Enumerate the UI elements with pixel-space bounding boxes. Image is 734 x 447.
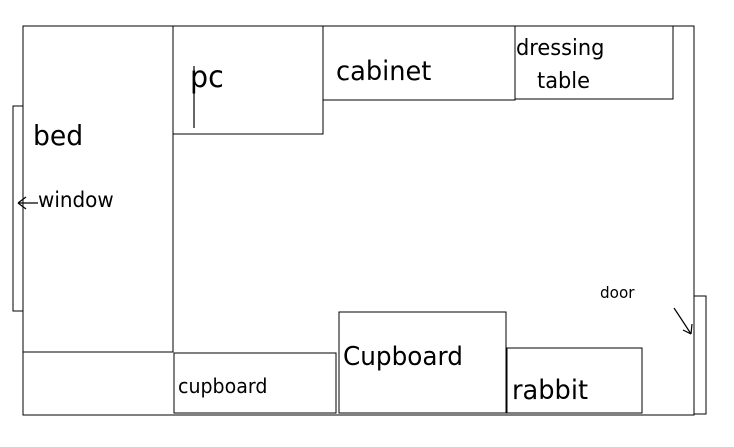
dressing-label: dressing [516, 36, 605, 61]
door-label: door [600, 283, 635, 302]
door-frame [693, 295, 707, 415]
rabbit-shape [506, 347, 643, 414]
rabbit-label: rabbit [512, 375, 589, 406]
bed-shape [22, 25, 174, 353]
dressing-table-shape [514, 25, 674, 100]
cupboard-large-label: Cupboard [343, 342, 463, 372]
door-arrow [673, 307, 693, 335]
window-frame [12, 105, 24, 312]
window-arrow [17, 196, 38, 210]
cupboard-small-shape [173, 352, 337, 414]
bed-label: bed [33, 119, 84, 152]
pc-label: pc [190, 60, 224, 95]
table-label: table [537, 69, 590, 94]
cupboard-small-label: cupboard [178, 374, 268, 398]
cabinet-label: cabinet [336, 56, 432, 87]
window-label: window [38, 188, 114, 212]
cupboard-large-shape [338, 311, 507, 414]
